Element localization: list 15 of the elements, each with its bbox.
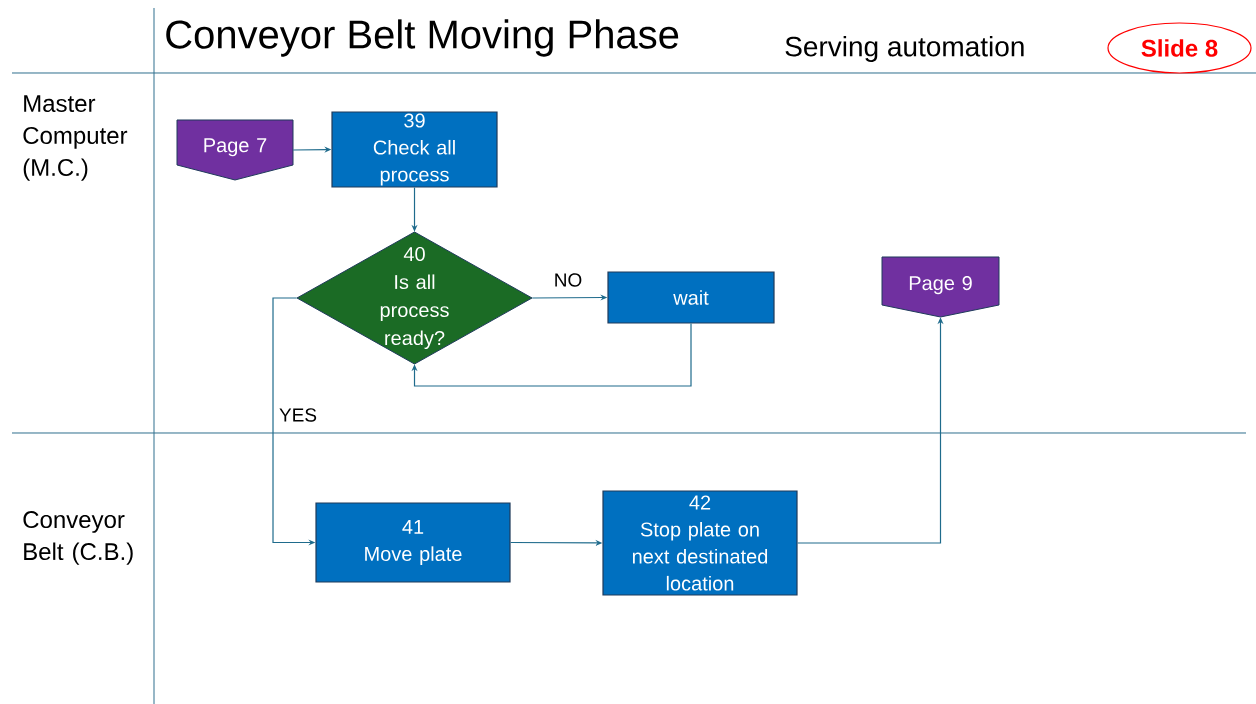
edge-label: YES xyxy=(279,408,317,422)
title: Conveyor Belt Moving Phase xyxy=(166,19,679,57)
process-box: 41 Move plate xyxy=(315,502,511,583)
lane-label: Master Computer (M.C.) xyxy=(23,95,128,181)
subtitle: Serving automation xyxy=(785,35,1024,63)
process-box: wait xyxy=(607,271,775,324)
arrow xyxy=(411,323,692,387)
off-page-connector: Page 9 xyxy=(881,256,1000,318)
process-box: 42 Stop plate on next destinated location xyxy=(602,490,798,596)
edge-label: NO xyxy=(555,273,582,287)
lane-label: Conveyor Belt (C.B.) xyxy=(23,511,133,565)
off-page-connector: Page 7 xyxy=(176,119,294,181)
slide-badge: Slide 8 xyxy=(1107,22,1252,74)
process-box: 39 Check all process xyxy=(331,111,498,188)
node-label: Slide 8 xyxy=(1141,39,1218,57)
